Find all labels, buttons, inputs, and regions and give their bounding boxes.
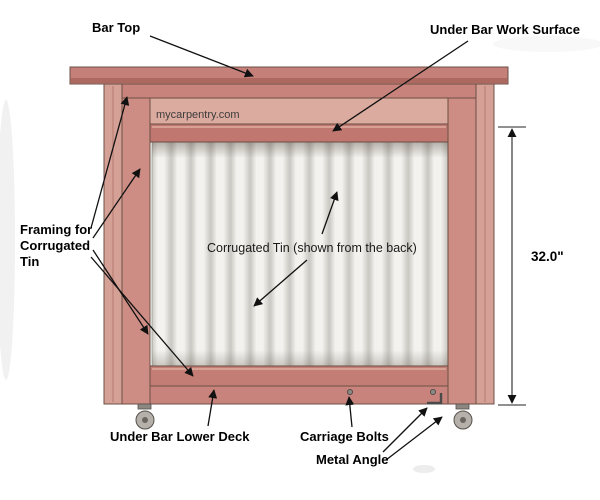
right-caster [453,403,473,430]
arrow-metal-angle-1 [382,407,428,453]
tin-bottom-shadow [152,350,448,366]
height-dimension: 32.0" [498,126,564,406]
label-corrugated-tin: Corrugated Tin (shown from the back) [207,241,417,255]
arrow-framing-1 [90,96,130,229]
label-framing-line-1: Framing for [20,222,92,237]
label-metal-angle: Metal Angle [316,452,388,467]
label-framing-line-2: Corrugated [20,238,90,253]
label-under-bar-lower-deck: Under Bar Lower Deck [110,429,250,444]
arrow-metal-angle-2 [385,416,443,461]
left-inner-post [121,97,151,405]
carriage-bolt [429,388,436,395]
arrow-framing-4 [90,256,194,377]
paper-smudge [0,100,15,380]
label-framing-line-3: Tin [20,254,39,269]
carriage-bolt [346,388,353,395]
arrow-under-bar-work-surface [332,40,469,132]
arrow-framing-2 [92,168,141,239]
arrow-corrugated-tin-up [321,191,339,235]
corrugated-tin-panel [151,141,449,367]
label-carriage-bolts: Carriage Bolts [300,429,389,444]
under-bar-lower-deck-board [149,365,449,387]
label-under-bar-work-surface: Under Bar Work Surface [430,22,580,37]
right-inner-post [447,97,477,405]
paper-smudge [493,36,600,52]
under-bar-work-surface-board [149,123,449,143]
top-frame-rail [103,83,495,99]
arrow-carriage-bolts [345,396,355,428]
bar-top-front-edge [71,78,507,83]
arrow-corrugated-tin-down [253,259,308,307]
arrow-under-bar-lower-deck [207,389,218,427]
bottom-frame-rail [103,385,495,405]
left-caster [135,403,155,430]
upper-apron-board [149,97,449,125]
arrow-bar-top [149,35,254,78]
label-bar-top: Bar Top [92,20,140,35]
dimension-value: 32.0" [531,249,564,264]
watermark-text: mycarpentry.com [156,109,240,121]
tin-top-shadow [152,142,448,158]
paper-smudge [413,465,435,473]
metal-angle-bracket [427,393,443,405]
